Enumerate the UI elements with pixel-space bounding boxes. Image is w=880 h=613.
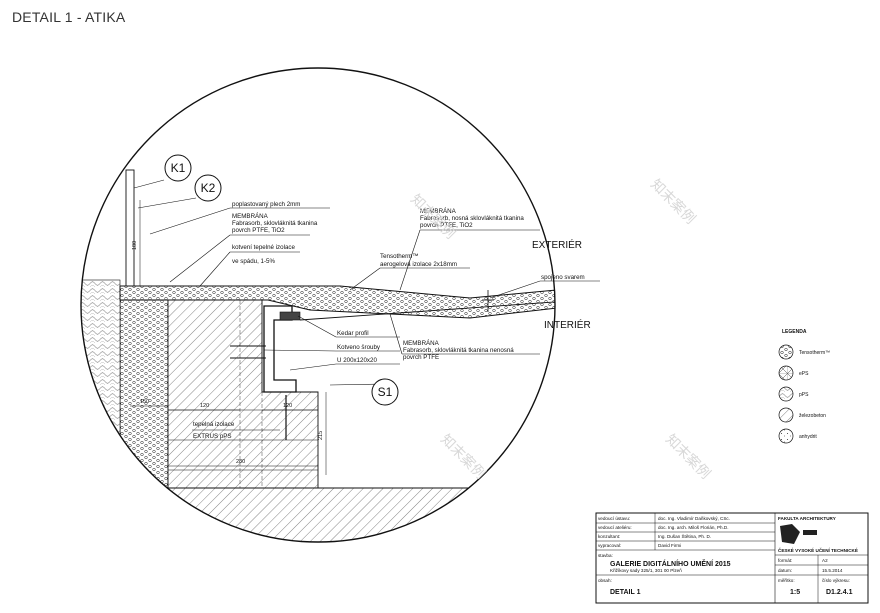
svg-text:anhydrit: anhydrit: [799, 434, 817, 440]
tb-role-3: vypracoval:: [598, 543, 621, 548]
dimension-lines: [130, 200, 327, 475]
tb-name-0: doc. Ing. Vladimír Daňkovský, CSc.: [658, 516, 730, 521]
tb-scale: 1:5: [790, 589, 800, 596]
label-membrane-line1: Fabrasorb, sklovláknitá tkanina: [232, 220, 318, 227]
page-title: DETAIL 1 - ATIKA: [12, 9, 126, 25]
tb-content-label: obsah:: [598, 578, 612, 583]
legend-item-concrete: železobeton: [778, 407, 826, 423]
tb-name-1: doc. Ing. arch. Miloš Florián, Ph.D.: [658, 525, 728, 530]
label-thermal-line2: EXTRUS pPS: [193, 433, 232, 440]
leader-lines: [133, 179, 600, 431]
detail-circle: [80, 67, 556, 543]
dim-d6: 150: [140, 399, 149, 405]
svg-text:pPS: pPS: [799, 392, 809, 398]
label-membrane-title: MEMBRÁNA: [232, 213, 269, 220]
title-block: vedoucí ústavu: doc. Ing. Vladimír Daňko…: [595, 512, 869, 604]
label-tensotherm-line1: Tensotherm™: [380, 253, 419, 260]
tb-building-label: stavba:: [598, 553, 613, 558]
detail-section: [81, 169, 555, 542]
tb-faculty: FAKULTA ARCHITEKTURY: [778, 516, 836, 521]
legend: LEGENDA Tensotherm™ ePS pPS železobeton …: [778, 329, 830, 444]
svg-text:K2: K2: [201, 181, 216, 195]
legend-item-pps: pPS: [778, 386, 809, 402]
label-sheet: poplastovaný plech 2mm: [232, 201, 300, 208]
wall-insulation: [119, 287, 169, 489]
tb-role-2: konzultant:: [598, 534, 620, 539]
label-top-membrane-title: MEMBRÁNA: [420, 208, 457, 215]
dim-d4: 120: [283, 403, 292, 409]
label-membrane-line2: povrch PTFE, TiO2: [232, 227, 285, 234]
zone-interior: INTERIÉR: [544, 318, 591, 331]
label-joint: spojeno svarem: [541, 274, 585, 281]
svg-text:železobeton: železobeton: [799, 413, 826, 419]
tag-s1: S1: [371, 378, 399, 406]
tb-date: 15.5.2014: [822, 568, 843, 573]
watermark-2: 知末案例: [647, 176, 699, 228]
label-thermal-line1: tepelná izolace: [193, 421, 235, 428]
tb-role-0: vedoucí ústavu:: [598, 516, 630, 521]
tb-sheet-no-label: číslo výkresu:: [822, 578, 850, 583]
tb-name-2: Ing. Dušan Štětina, Ph. D.: [658, 533, 711, 539]
tag-k1: K1: [164, 154, 192, 182]
label-frame: Kedar profil: [337, 330, 369, 337]
label-top-membrane-line2: povrch PTFE, TiO2: [420, 222, 473, 229]
dim-d1: 180: [132, 241, 138, 250]
svg-text:S1: S1: [378, 385, 393, 399]
cvut-logo-icon: [780, 524, 817, 544]
tag-k2: K2: [194, 174, 222, 202]
legend-item-anhydrite: anhydrit: [778, 428, 817, 444]
tb-address: Křižíkovy sady 325/1, 301 00 Plzeň: [610, 568, 682, 573]
legend-item-eps: ePS: [778, 365, 809, 381]
label-insulation-line2: ve spádu, 1-5%: [232, 258, 275, 265]
svg-text:K1: K1: [171, 161, 186, 175]
label-insulation-line1: kotvení tepelné izolace: [232, 244, 296, 251]
legend-title: LEGENDA: [782, 329, 807, 335]
watermark-4: 知末案例: [662, 431, 714, 483]
tb-content: DETAIL 1: [610, 589, 641, 596]
roof-membrane-layer: [119, 284, 555, 319]
label-channel: U 200x120x20: [337, 357, 377, 364]
svg-text:ePS: ePS: [799, 371, 809, 377]
svg-text:Tensotherm™: Tensotherm™: [799, 350, 830, 356]
zone-exterior: EXTERIÉR: [532, 238, 582, 251]
label-bottom-membrane-line1: Fabrasorb, sklovláknitá tkanina nenosná: [403, 347, 514, 354]
tb-building: GALERIE DIGITÁLNÍHO UMĚNÍ 2015: [610, 559, 731, 568]
concrete-slab: [81, 487, 555, 542]
dim-d5: 280: [236, 459, 245, 465]
parapet-post: [125, 169, 135, 289]
steel-channel: [263, 305, 297, 393]
tb-date-label: datum:: [778, 568, 792, 573]
kedar-profile: [279, 311, 301, 321]
tb-role-1: vedoucí ateliéru:: [598, 525, 632, 530]
dim-d2: 215: [318, 431, 324, 440]
tb-school: ČESKÉ VYSOKÉ UČENÍ TECHNICKÉ: [778, 546, 858, 553]
label-top-membrane-line1: Fabrasorb, nosná sklovláknitá tkanina: [420, 215, 524, 222]
tb-format: A2: [822, 558, 828, 563]
watermark-3: 知末案例: [437, 431, 489, 483]
label-tensotherm-line2: aerogelová izolace 2x18mm: [380, 261, 457, 268]
tb-sheet-no: D1.2.4.1: [826, 589, 853, 596]
legend-item-tensotherm: Tensotherm™: [778, 344, 830, 360]
tb-name-3: David Firmi: [658, 543, 681, 548]
label-bottom-membrane-line2: povrch PTFE: [403, 354, 439, 361]
tb-scale-label: měřítko:: [778, 578, 795, 583]
tb-format-label: formát:: [778, 558, 792, 563]
label-bottom-membrane-title: MEMBRÁNA: [403, 340, 440, 347]
label-bolts: Kotveno šrouby: [337, 344, 381, 351]
dim-d3: 120: [200, 403, 209, 409]
